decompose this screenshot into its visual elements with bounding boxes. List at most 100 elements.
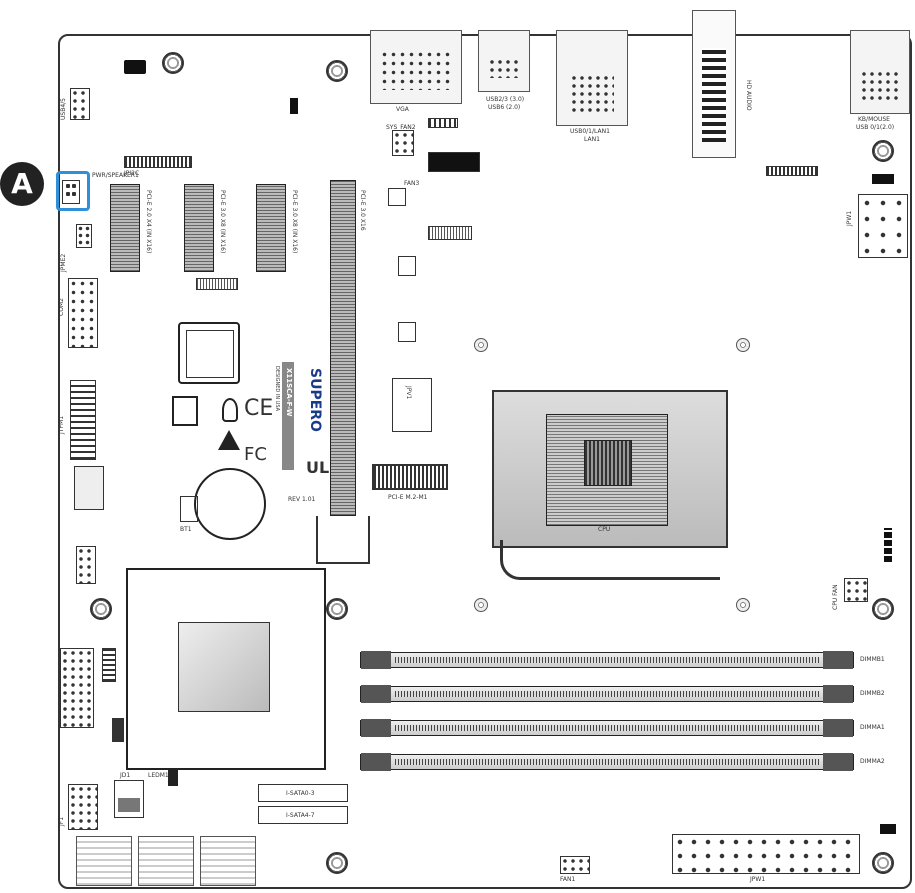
mounting-hole-icon xyxy=(474,338,488,352)
cpu-fan-header xyxy=(844,578,868,602)
dimm-slot-a2 xyxy=(360,753,854,771)
highlighted-jumper xyxy=(56,171,90,211)
mounting-screw-icon xyxy=(90,598,112,620)
fc-icon: FC xyxy=(244,444,267,465)
dimma1-label: DIMMA1 xyxy=(860,724,885,731)
jumper-pin xyxy=(66,184,70,188)
sys-fan2-label: SYS_FAN2 xyxy=(386,124,416,131)
dimm-slot-a1 xyxy=(360,719,854,737)
ul-icon: UL xyxy=(306,458,330,477)
ledm-header xyxy=(112,718,124,742)
callout-a-marker xyxy=(0,162,44,206)
sata-port-1 xyxy=(76,836,132,886)
fan3-label: FAN3 xyxy=(404,180,420,187)
fan1-label: FAN1 xyxy=(560,876,576,883)
socket-lever xyxy=(500,540,720,580)
dimmb1-label: DIMMB1 xyxy=(860,656,885,663)
fan4-header xyxy=(76,546,96,584)
vga-label: VGA xyxy=(396,106,409,113)
lan-port-pins xyxy=(570,74,614,114)
tpm-module xyxy=(392,378,432,432)
ce-icon: CE xyxy=(244,396,274,421)
jumper-pin xyxy=(72,184,76,188)
cpu-fan-label: CPU FAN xyxy=(832,584,839,610)
cpu-socket-chip xyxy=(126,568,326,770)
sata1-label: I-SATA0-3 xyxy=(286,790,315,797)
battery-icon xyxy=(194,468,266,540)
ledm-label: LEDM1 xyxy=(148,772,169,779)
designed-label: DESIGNED IN USA xyxy=(274,366,280,412)
usb-kb-label: USB 0/1(2.0) xyxy=(856,124,895,131)
pcie-x16-label: PCI-E 3.0 X16 xyxy=(359,190,366,231)
jumper-black-icon xyxy=(290,98,298,114)
jbt-connector xyxy=(74,466,104,510)
usb-top2-label: USB6 (2.0) xyxy=(488,104,521,111)
jtpm-label: JTPM1 xyxy=(58,415,65,434)
pcie-slot-1-label: PCI-E 2.0 X4 (IN X16) xyxy=(145,190,152,254)
jumper-strip xyxy=(428,226,472,240)
pcie-x16-slot xyxy=(330,180,356,516)
jl1-header xyxy=(102,648,116,682)
mounting-hole-icon xyxy=(474,598,488,612)
dimmb2-label: DIMMB2 xyxy=(860,690,885,697)
jd1-body xyxy=(118,798,140,812)
jpw-connector xyxy=(858,194,908,258)
mounting-hole-icon xyxy=(736,598,750,612)
m2-2-module xyxy=(398,256,416,276)
dimm-slot-b2 xyxy=(360,685,854,703)
sys-fan2-header xyxy=(392,130,414,156)
usb-top-left-label: USB4/5 xyxy=(60,98,67,120)
pwr-speaker-jumper[interactable] xyxy=(62,180,80,204)
bt1-label: BT1 xyxy=(180,526,192,533)
fan1-header xyxy=(560,856,590,874)
fan3-header xyxy=(428,118,458,128)
mounting-screw-icon xyxy=(872,140,894,162)
hd-audio-label: HD AUDIO xyxy=(745,80,752,111)
m2-slot-label: PCI-E M.2-M1 xyxy=(388,494,428,501)
cpu-socket-pins xyxy=(584,440,632,486)
audio-jack-body xyxy=(702,48,726,142)
mounting-screw-icon xyxy=(162,52,184,74)
small-chip-label-box xyxy=(196,278,238,290)
usb-front-header xyxy=(60,648,94,728)
bmc-chip xyxy=(178,322,240,384)
m2-1-module xyxy=(388,188,406,206)
kb-mouse-label: KB/MOUSE xyxy=(858,116,890,123)
recycle-icon xyxy=(172,396,198,426)
jf1-header xyxy=(68,784,98,830)
sata2-label: I-SATA4-7 xyxy=(286,812,315,819)
jumper-right xyxy=(872,174,894,184)
cpu-label: CPU xyxy=(598,526,611,533)
rev-label: REV 1.01 xyxy=(288,496,316,503)
com2-header xyxy=(68,278,98,348)
usb-top-label: USB2/3 (3.0) xyxy=(486,96,525,103)
m2-3-module xyxy=(398,322,416,342)
jpw-atx-label: JPW1 xyxy=(750,876,766,883)
pcie-latch xyxy=(316,516,370,564)
pcie-slot-2 xyxy=(184,184,214,272)
usb-top-port-pins xyxy=(488,58,520,78)
lan1-label: LAN1 xyxy=(584,136,600,143)
jpw-label: JPW1 xyxy=(846,210,853,226)
jpme-header xyxy=(76,224,92,248)
sata-label-box-1 xyxy=(258,784,348,802)
mounting-screw-icon xyxy=(326,60,348,82)
pch-chip xyxy=(178,622,270,712)
bmc-chip-inner xyxy=(186,330,234,378)
dimma2-label: DIMMA2 xyxy=(860,758,885,765)
jd1-label: JD1 xyxy=(120,772,131,779)
jpme-label: JPME2 xyxy=(60,253,67,272)
callout-a-letter: A xyxy=(11,167,33,200)
mounting-screw-icon xyxy=(872,852,894,874)
jpv1-label: JPV1 xyxy=(405,386,412,400)
bottom-right-jumpers xyxy=(880,824,896,834)
kb-mouse-port-pins xyxy=(860,70,900,100)
buzzer-icon xyxy=(124,60,146,74)
jpi2c-label: JPI2C xyxy=(124,170,140,177)
mounting-screw-icon xyxy=(326,598,348,620)
jf1-label: JF1 xyxy=(58,816,65,826)
dimm-slot-b1 xyxy=(360,651,854,669)
jumper-group xyxy=(428,152,480,172)
ledm-indicator xyxy=(168,770,178,786)
model-banner xyxy=(282,362,294,470)
